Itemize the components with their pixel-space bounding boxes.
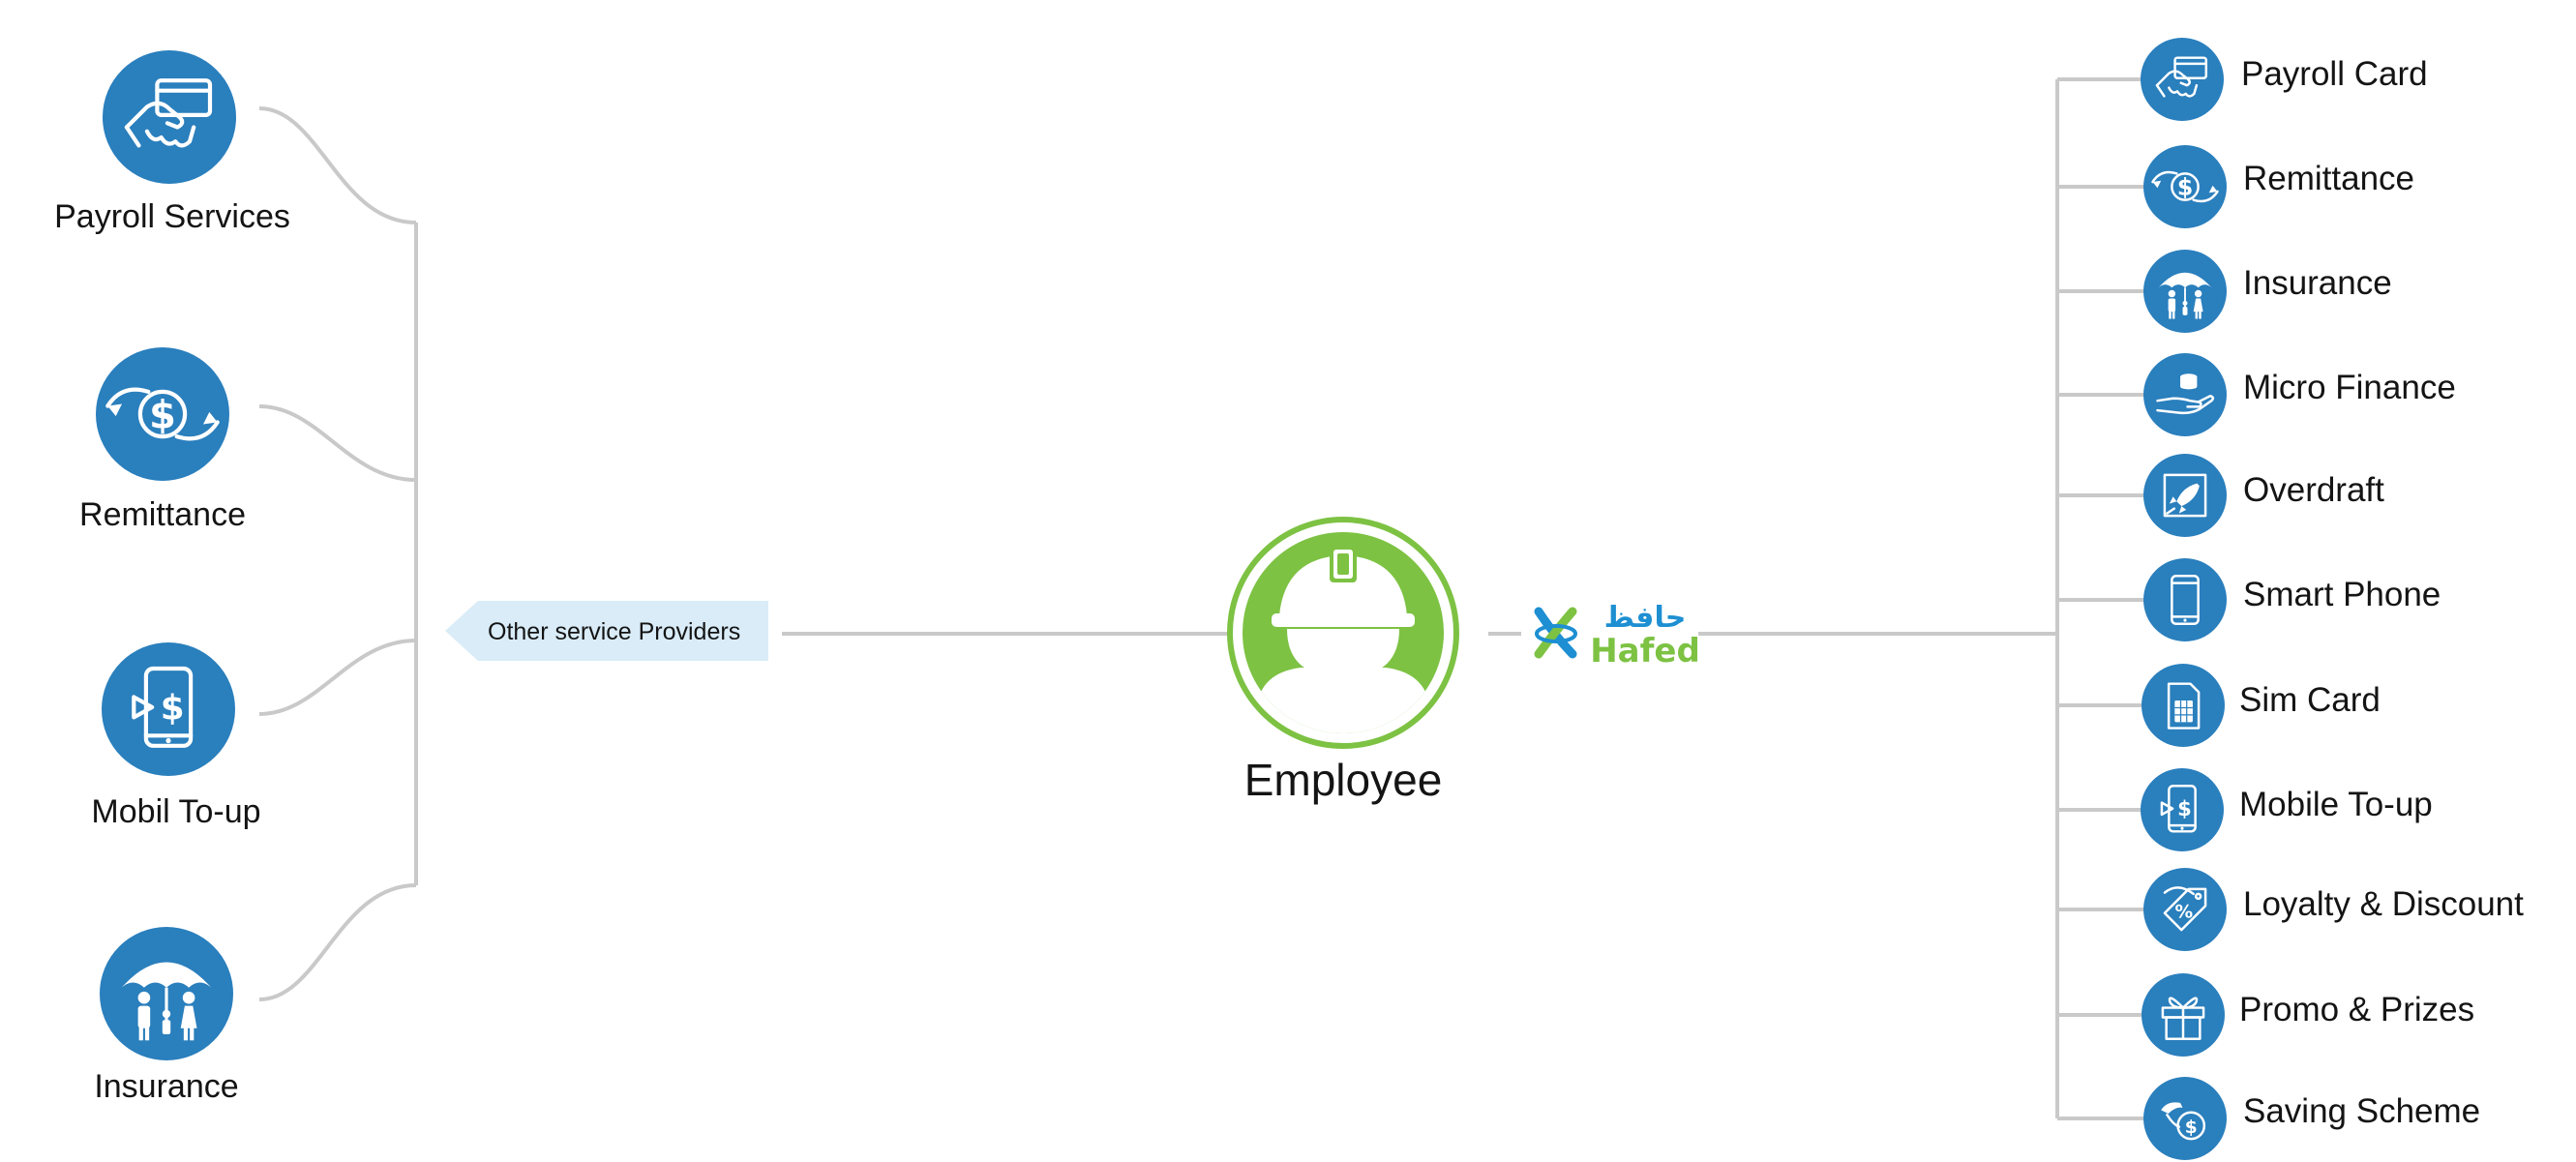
service-label: Saving Scheme xyxy=(2243,1092,2480,1130)
hafed-logo[interactable]: حافظ Hafed xyxy=(1534,601,1700,670)
service-label: Insurance xyxy=(2243,264,2392,302)
right-service-smart-phone[interactable]: Smart Phone xyxy=(2057,558,2441,641)
service-label: Remittance xyxy=(79,496,246,533)
service-label: Loyalty & Discount xyxy=(2243,885,2524,923)
tag-label: Other service Providers xyxy=(488,618,740,645)
hafed-latin: Hafed xyxy=(1590,632,1700,670)
service-label: Mobil To-up xyxy=(91,793,260,830)
employee-label: Employee xyxy=(1244,755,1443,805)
right-service-promo-prizes[interactable]: Promo & Prizes xyxy=(2057,973,2474,1057)
left-services: Payroll Services Remittance Mobil To-up … xyxy=(54,50,290,1105)
right-service-loyalty-discount[interactable]: Loyalty & Discount xyxy=(2057,868,2524,951)
service-label: Sim Card xyxy=(2239,681,2381,719)
service-label: Mobile To-up xyxy=(2239,786,2433,823)
right-service-overdraft[interactable]: Overdraft xyxy=(2057,454,2384,537)
right-service-payroll-card[interactable]: Payroll Card xyxy=(2057,38,2428,121)
service-label: Micro Finance xyxy=(2243,369,2456,406)
left-service-insurance[interactable]: Insurance xyxy=(94,927,239,1105)
other-service-providers-tag[interactable]: Other service Providers xyxy=(445,601,768,661)
connector-lines xyxy=(258,79,2059,1118)
service-label: Insurance xyxy=(94,1068,238,1105)
service-label: Promo & Prizes xyxy=(2239,991,2474,1028)
right-service-micro-finance[interactable]: Micro Finance xyxy=(2057,353,2456,436)
hafed-arabic: حافظ xyxy=(1604,601,1687,635)
right-service-insurance[interactable]: Insurance xyxy=(2057,250,2392,333)
employee-node[interactable]: Employee xyxy=(1227,517,1459,805)
right-service-saving-scheme[interactable]: Saving Scheme xyxy=(2057,1077,2480,1160)
right-services: Payroll Card Remittance Insurance Micro … xyxy=(2057,38,2524,1160)
right-service-remittance[interactable]: Remittance xyxy=(2057,145,2414,228)
employee-ring xyxy=(1227,517,1459,749)
left-service-mobil-to-up[interactable]: Mobil To-up xyxy=(91,642,261,830)
service-label: Remittance xyxy=(2243,160,2414,197)
service-circle xyxy=(2143,558,2227,641)
right-service-mobile-to-up[interactable]: Mobile To-up xyxy=(2057,768,2433,851)
service-label: Payroll Services xyxy=(54,198,290,235)
service-circle xyxy=(2143,353,2227,436)
right-service-sim-card[interactable]: Sim Card xyxy=(2057,664,2381,747)
hafed-mark-icon xyxy=(1534,607,1577,659)
service-label: Overdraft xyxy=(2243,471,2384,509)
service-label: Payroll Card xyxy=(2241,55,2428,93)
tag-shape xyxy=(445,601,768,661)
left-service-remittance[interactable]: Remittance xyxy=(79,347,246,533)
left-service-payroll-services[interactable]: Payroll Services xyxy=(54,50,290,235)
service-label: Smart Phone xyxy=(2243,576,2441,613)
